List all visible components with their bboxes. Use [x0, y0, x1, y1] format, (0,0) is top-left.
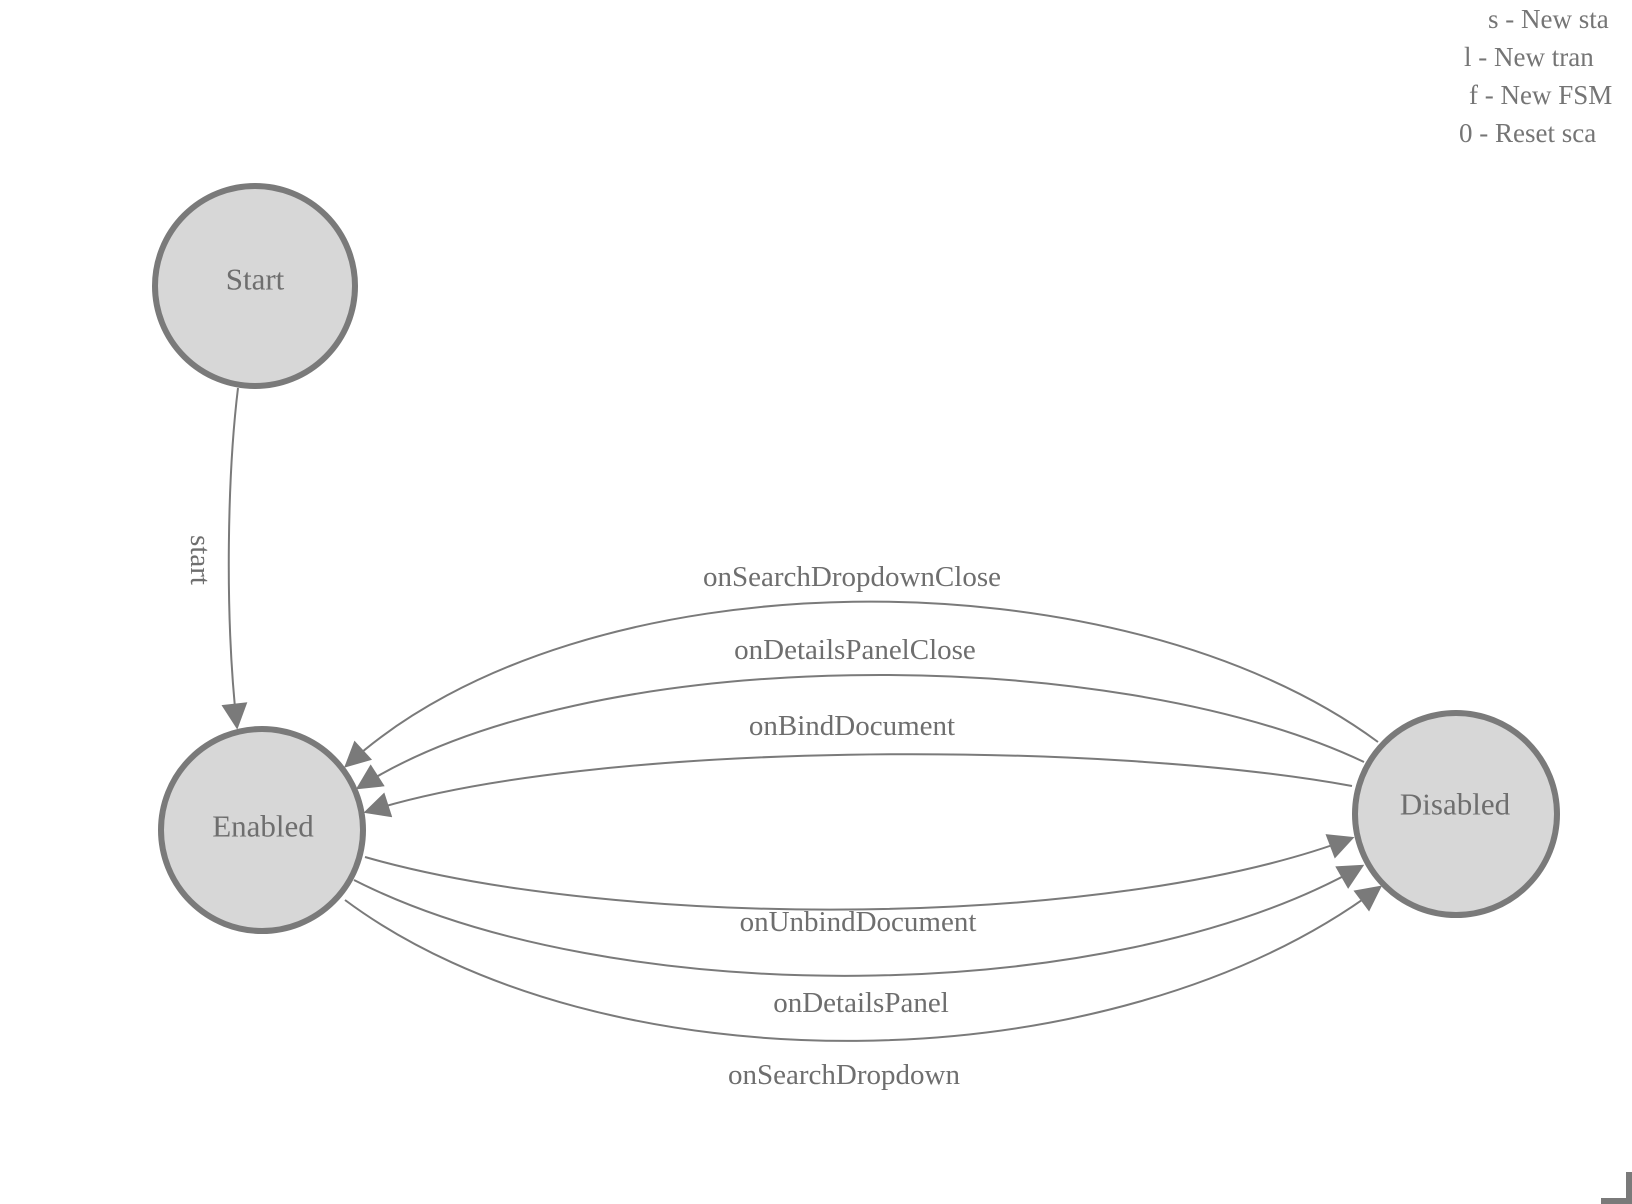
- transition-label-start: start: [184, 535, 216, 585]
- canvas-corner-bracket: [1601, 1172, 1632, 1204]
- state-label-enabled: Enabled: [212, 809, 314, 844]
- legend-line-reset-scale: 0 - Reset sca: [1459, 118, 1596, 148]
- transition-label-ondetailspanelclose: onDetailsPanelClose: [734, 634, 976, 666]
- transition-label-onsearchdropdown: onSearchDropdown: [728, 1059, 960, 1091]
- state-label-disabled: Disabled: [1400, 787, 1511, 822]
- transition-label-onsearchdropdownclose: onSearchDropdownClose: [703, 561, 1001, 593]
- transition-edge-start[interactable]: [221, 387, 248, 730]
- transition-label-onunbinddocument: onUnbindDocument: [740, 906, 977, 938]
- state-node-enabled[interactable]: [158, 726, 366, 934]
- state-label-start: Start: [226, 262, 285, 297]
- state-node-disabled[interactable]: [1352, 710, 1560, 918]
- legend-line-new-transition: l - New tran: [1464, 42, 1594, 72]
- legend-line-new-fsm: f - New FSM: [1469, 80, 1612, 110]
- corner-bracket-horizontal: [1601, 1198, 1632, 1204]
- transition-edge-onbinddocument[interactable]: [363, 753, 1353, 818]
- transition-edge-onsearchdropdownclose[interactable]: [344, 600, 1379, 768]
- transition-label-ondetailspanel: onDetailsPanel: [773, 987, 949, 1019]
- transition-edge-onunbinddocument[interactable]: [364, 834, 1355, 911]
- corner-bracket-vertical: [1626, 1172, 1632, 1204]
- transition-edge-ondetailspanelclose[interactable]: [355, 674, 1365, 790]
- transition-edge-ondetailspanel[interactable]: [353, 864, 1365, 977]
- legend-line-new-state: s - New sta: [1488, 4, 1609, 34]
- state-node-start[interactable]: [152, 183, 358, 389]
- transition-edge-onsearchdropdown[interactable]: [344, 885, 1383, 1042]
- transition-label-onbinddocument: onBindDocument: [749, 710, 955, 742]
